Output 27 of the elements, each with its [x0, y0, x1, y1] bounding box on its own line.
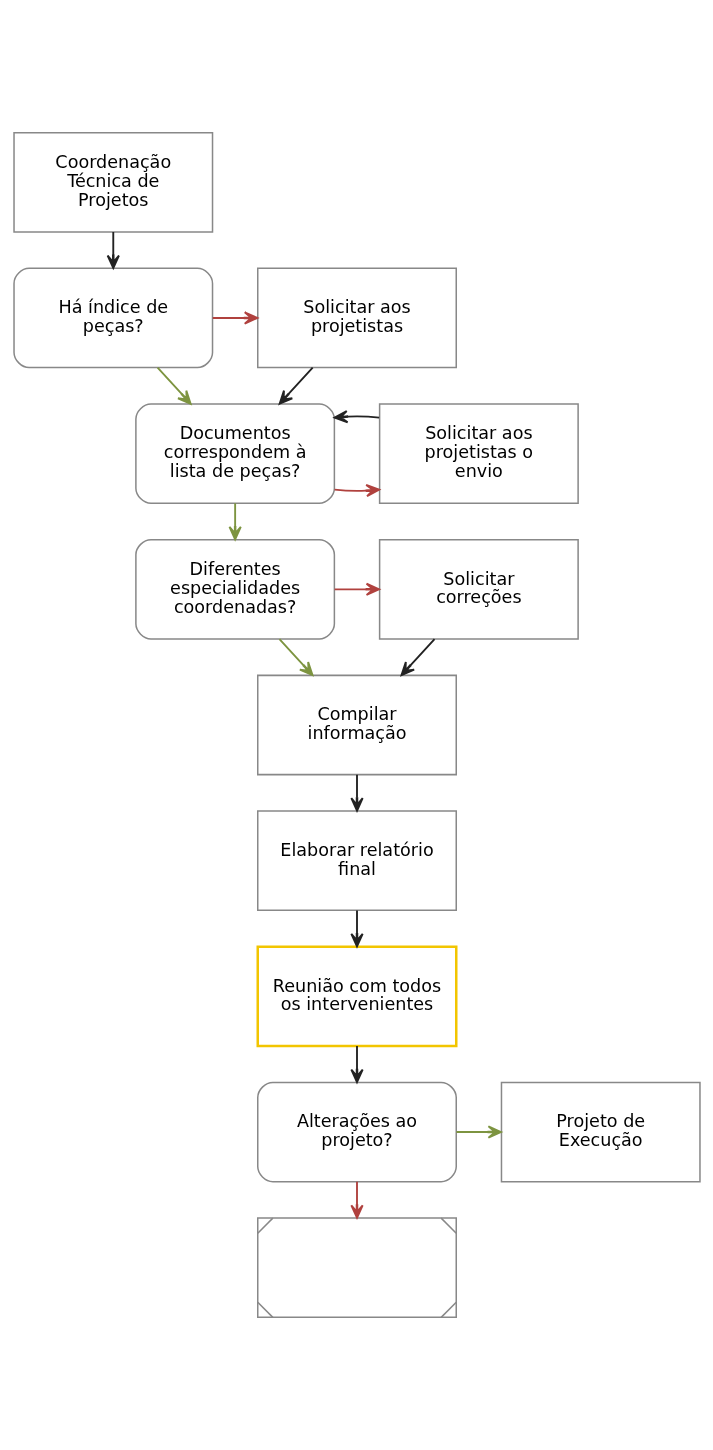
node-box: Diferentes especialidades coordenadas?: [134, 538, 335, 640]
arrow: [106, 231, 120, 269]
arrow: [333, 582, 380, 596]
arrow: [349, 1180, 364, 1219]
node-box: Coordenação Técnica de Projetos: [12, 131, 213, 233]
node-box: Documentos correspondem à lista de peças?: [134, 403, 335, 504]
node-box: Compilar informação: [256, 674, 457, 776]
node-box: Solicitar correções: [378, 538, 579, 640]
arrow: [349, 1045, 364, 1084]
arrow: [400, 638, 435, 677]
arrow: [156, 366, 192, 405]
arrow: [349, 909, 364, 948]
node-box: Solicitar aos projetistas o envio: [378, 403, 579, 504]
arrow: [228, 502, 242, 541]
arrow: [211, 311, 258, 325]
arrow: [455, 1125, 502, 1139]
node-box: Reunião com todos os intervenientes: [256, 945, 457, 1048]
node-box: Elaborar relatório final: [256, 810, 457, 912]
arrow: [278, 638, 313, 677]
node-box: Alterações ao projeto?: [256, 1081, 457, 1183]
arrow: [349, 773, 364, 812]
arrow: [278, 366, 314, 405]
node-box: Projeto de Execução: [500, 1081, 701, 1183]
arrow: [333, 484, 380, 498]
arrow: [333, 410, 380, 424]
node-box: Solicitar aos projetistas: [256, 267, 457, 369]
node-box: Há índice de peças?: [12, 267, 213, 369]
